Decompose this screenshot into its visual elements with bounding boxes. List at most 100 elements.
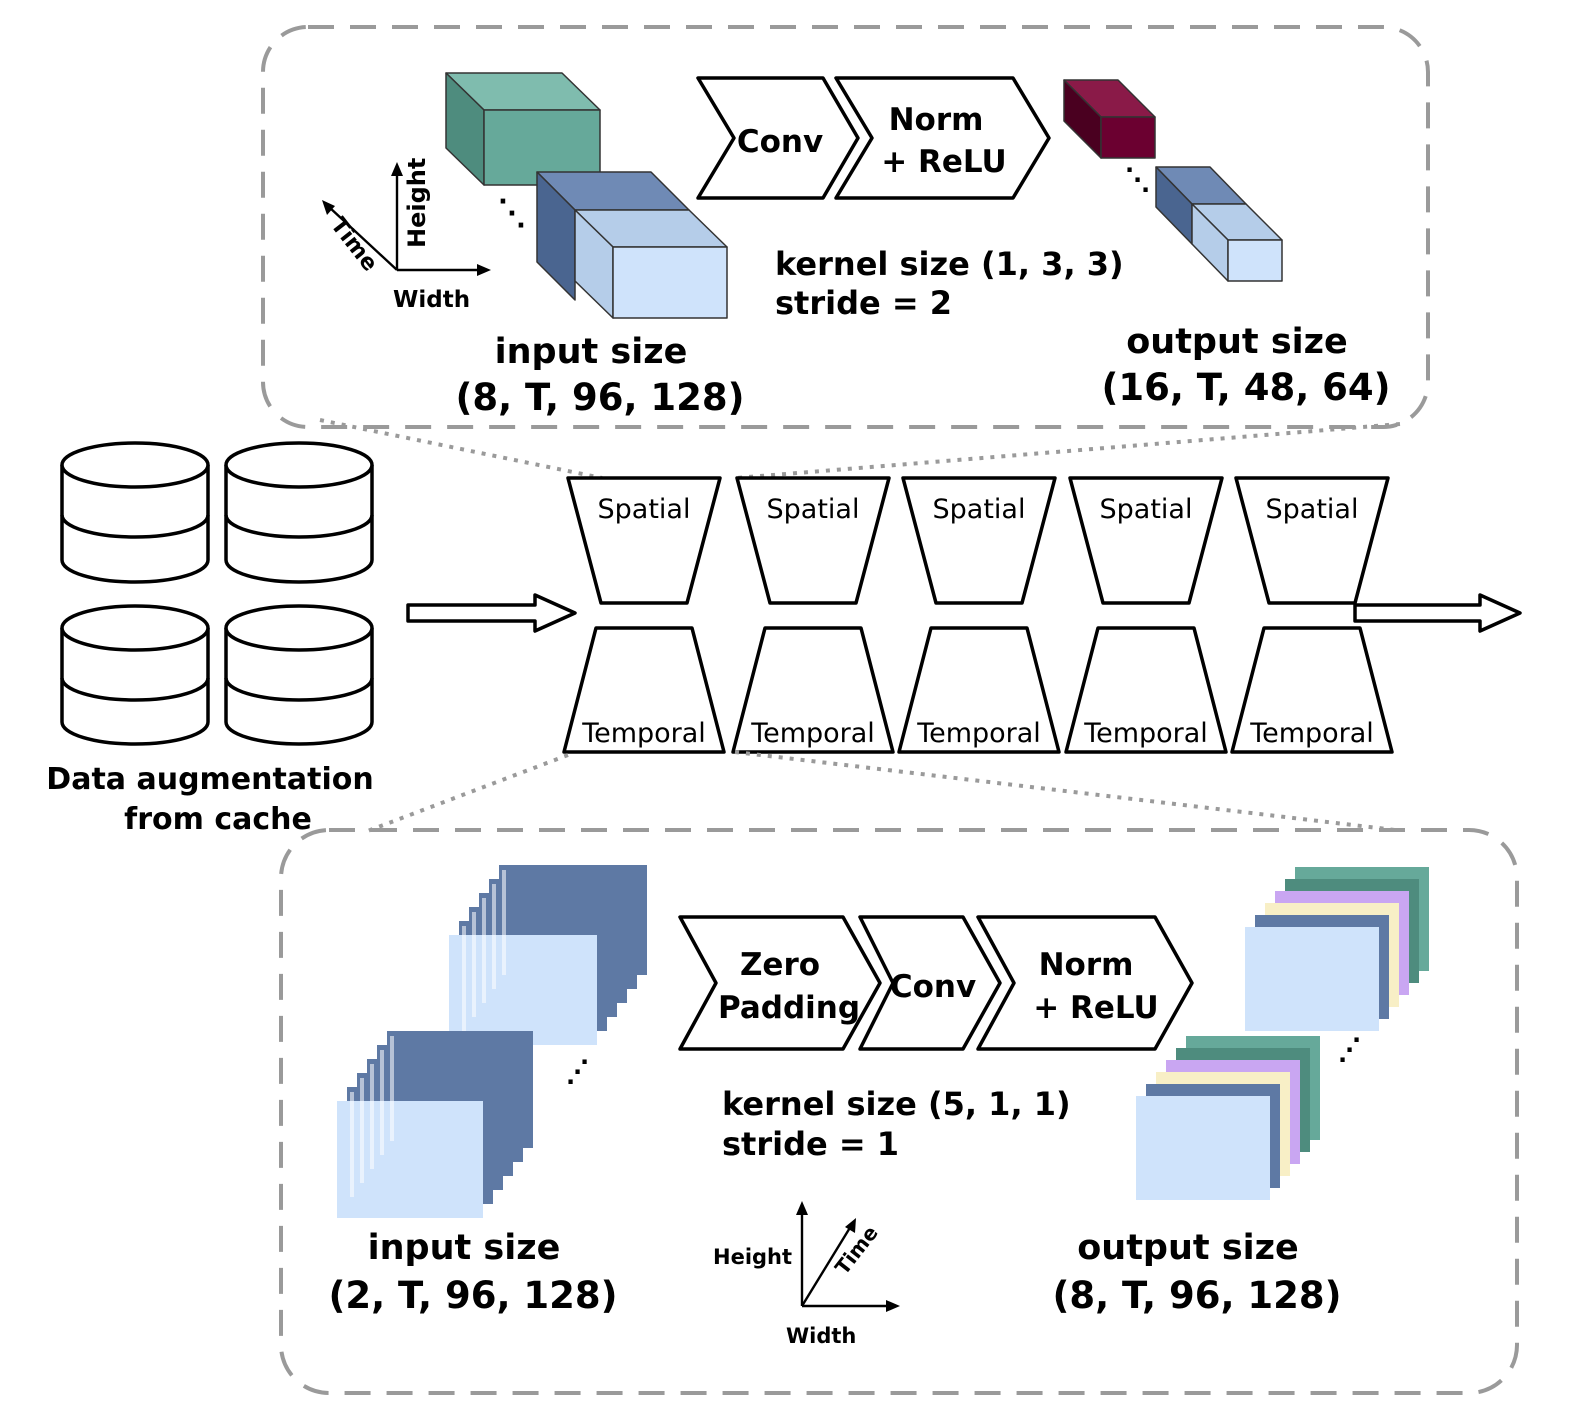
temporal-block-frame xyxy=(279,828,1519,1395)
ellipsis-dots: · xyxy=(498,187,508,217)
data-aug-label-line2: from cache xyxy=(124,802,312,837)
temporal-stage: Temporal xyxy=(897,626,1061,754)
output-size-label-top: output size xyxy=(1126,322,1348,362)
axis-indicator-top: Height Time Width xyxy=(322,158,491,313)
input-shape-bottom: (2, T, 96, 128) xyxy=(328,1274,617,1317)
feature-frame xyxy=(1136,1096,1270,1200)
connector-top-right xyxy=(735,422,1401,480)
spatial-stage-label: Spatial xyxy=(933,494,1026,525)
stride-top: stride = 2 xyxy=(775,284,952,322)
temporal-stage-label: Temporal xyxy=(1249,718,1374,749)
temporal-stage-label: Temporal xyxy=(750,718,875,749)
norm-relu-op-bottom: Norm + ReLU xyxy=(976,915,1194,1051)
feature-frame xyxy=(1245,927,1379,1031)
conv-op-label-bottom: Conv xyxy=(890,969,976,1005)
spatial-stage: Spatial xyxy=(735,476,891,605)
spatial-stage-label: Spatial xyxy=(1266,494,1359,525)
connector-bottom-left xyxy=(364,753,569,834)
conv-op-bottom: Conv xyxy=(858,915,1002,1051)
frame-edge xyxy=(482,898,486,1003)
svg-text:·: · xyxy=(1133,166,1142,194)
input-frame-stack xyxy=(337,1031,533,1218)
temporal-block-detail: · · · Zero Padding Conv Norm + ReLU · · … xyxy=(279,828,1519,1395)
axis-width-label-bottom: Width xyxy=(786,1324,856,1348)
spatial-block-frame xyxy=(261,25,1430,429)
norm-relu-op-top: Norm + ReLU xyxy=(834,76,1051,200)
svg-text:·: · xyxy=(1345,1036,1354,1064)
frame-edge xyxy=(390,1036,394,1141)
feature-frame xyxy=(337,1101,483,1218)
relu-op-label-bottom: + ReLU xyxy=(1033,990,1158,1026)
kernel-size-bottom: kernel size (5, 1, 1) xyxy=(722,1085,1071,1123)
temporal-stage-label: Temporal xyxy=(1083,718,1208,749)
database-icon xyxy=(224,441,374,584)
spatial-stage: Spatial xyxy=(1068,476,1224,605)
norm-op-label-bottom: Norm xyxy=(1039,947,1134,983)
axis-time-label: Time xyxy=(325,213,382,276)
temporal-stage-label: Temporal xyxy=(916,718,1041,749)
frame-edge xyxy=(462,926,466,1031)
frame-edge xyxy=(472,912,476,1017)
svg-text:·: · xyxy=(516,211,526,241)
axis-width-label: Width xyxy=(393,287,470,313)
frame-edge xyxy=(360,1078,364,1183)
spatial-stage-label: Spatial xyxy=(767,494,860,525)
temporal-stage: Temporal xyxy=(731,626,895,754)
frame-edge xyxy=(502,870,506,975)
database-icon xyxy=(60,441,210,584)
input-arrow xyxy=(406,593,577,633)
input-shape-top: (8, T, 96, 128) xyxy=(455,376,744,419)
frame-edge xyxy=(350,1092,354,1197)
input-feature-cubes: · · · xyxy=(445,72,728,319)
output-frame-stack xyxy=(1136,1036,1320,1200)
connector-top-left xyxy=(319,418,603,480)
data-cache-databases: Data augmentation from cache xyxy=(46,441,374,837)
svg-text:·: · xyxy=(566,1068,575,1096)
svg-text:·: · xyxy=(507,199,517,229)
temporal-stage: Temporal xyxy=(562,626,726,754)
output-arrow xyxy=(1353,593,1522,633)
output-frame-stack xyxy=(1245,867,1429,1031)
conv-op-top: Conv xyxy=(696,76,860,200)
input-size-label-top: input size xyxy=(495,332,688,372)
axis-height-label: Height xyxy=(403,158,431,248)
input-frame-stack xyxy=(449,865,647,1045)
svg-text:·: · xyxy=(573,1058,582,1086)
spatial-stage: Spatial xyxy=(1234,476,1390,605)
zero-padding-op: Zero Padding xyxy=(678,915,882,1051)
frame-edge xyxy=(380,1050,384,1155)
temporal-stage: Temporal xyxy=(1064,626,1228,754)
padding-label: Padding xyxy=(718,990,860,1026)
spatial-stage: Spatial xyxy=(566,476,722,605)
axis-indicator-bottom: Height Time Width xyxy=(713,1201,900,1348)
spatial-block-detail: Height Time Width · · · Conv xyxy=(261,25,1430,429)
svg-text:·: · xyxy=(1352,1026,1361,1054)
output-shape-bottom: (8, T, 96, 128) xyxy=(1052,1274,1341,1317)
axis-height-label-bottom: Height xyxy=(713,1245,792,1269)
relu-op-label: + ReLU xyxy=(881,144,1006,180)
stride-bottom: stride = 1 xyxy=(722,1125,899,1163)
svg-text:·: · xyxy=(1125,156,1134,184)
frame-edge xyxy=(370,1064,374,1169)
database-icon xyxy=(224,604,374,746)
spatial-stage: Spatial xyxy=(901,476,1057,605)
feature-frame xyxy=(449,935,597,1045)
connector-bottom-right xyxy=(734,750,1396,832)
svg-text:·: · xyxy=(580,1048,589,1076)
output-size-label-bottom: output size xyxy=(1077,1228,1299,1268)
svg-text:·: · xyxy=(1141,176,1150,204)
svg-text:·: · xyxy=(1338,1046,1347,1074)
spatial-stage-label: Spatial xyxy=(1100,494,1193,525)
frame-edge xyxy=(492,884,496,989)
temporal-stage-label: Temporal xyxy=(581,718,706,749)
spatial-stage-label: Spatial xyxy=(598,494,691,525)
axis-time-label-bottom: Time xyxy=(830,1221,883,1279)
data-aug-label-line1: Data augmentation xyxy=(46,762,373,797)
kernel-size-top: kernel size (1, 3, 3) xyxy=(775,245,1124,283)
output-shape-top: (16, T, 48, 64) xyxy=(1101,366,1390,409)
norm-op-label: Norm xyxy=(889,102,984,138)
database-icon xyxy=(60,604,210,746)
conv-op-label: Conv xyxy=(737,124,823,160)
